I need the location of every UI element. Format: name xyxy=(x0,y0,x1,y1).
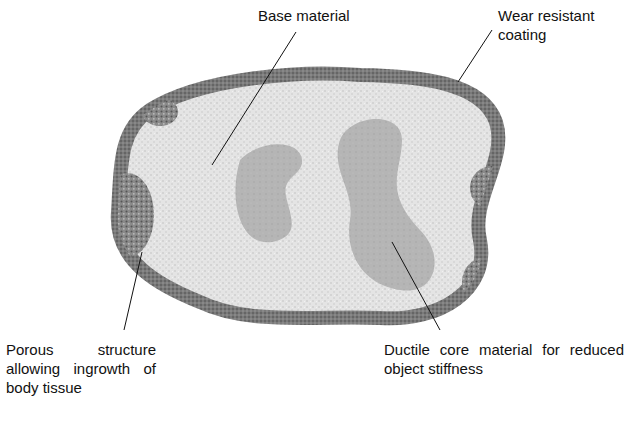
porous-regions xyxy=(102,98,514,306)
leader-line xyxy=(212,32,296,165)
leader-line xyxy=(392,242,440,330)
blob-body xyxy=(102,74,514,319)
leader-line xyxy=(124,252,142,330)
leader-lines xyxy=(124,30,492,330)
ductile-core xyxy=(338,119,435,291)
leader-line xyxy=(458,30,492,82)
part-label: Ductile core material for reduced object… xyxy=(384,340,624,378)
part-label: Base material xyxy=(258,6,408,25)
wear-coating xyxy=(118,74,499,319)
ductile-core xyxy=(235,144,302,242)
part-label: Wear resistant coating xyxy=(498,6,630,44)
part-label: Porous structure allowing ingrowth of bo… xyxy=(6,340,156,397)
